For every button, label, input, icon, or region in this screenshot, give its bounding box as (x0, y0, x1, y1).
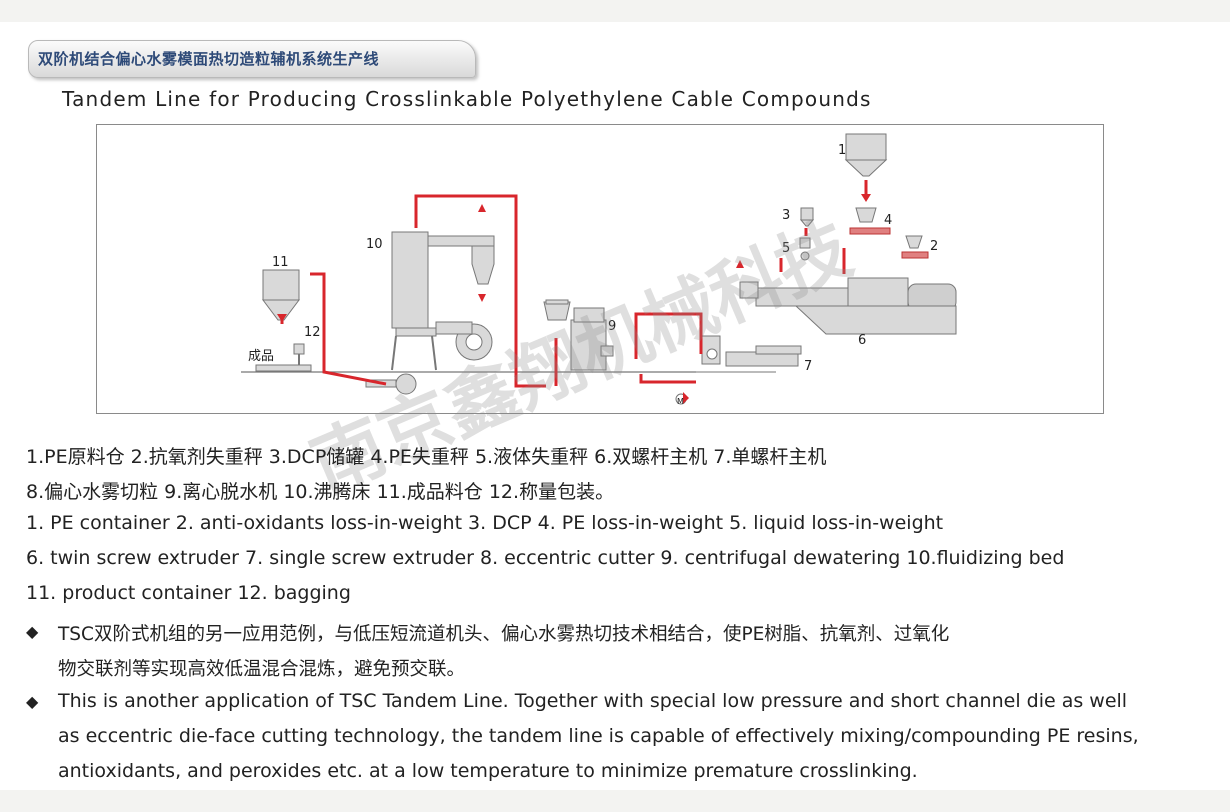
arrow-down-10 (478, 294, 486, 302)
arrow-up-10 (478, 204, 486, 212)
arrow-motor (683, 392, 689, 404)
title-tab (28, 40, 476, 78)
label-5: 5 (782, 241, 790, 256)
description-en-line2: as eccentric die-face cutting technology… (58, 725, 1139, 747)
flow-arrows (277, 194, 871, 404)
label-4: 4 (884, 213, 892, 228)
label-11: 11 (272, 255, 289, 270)
legend-en-line3: 11. product container 12. bagging (26, 582, 351, 604)
antioxidant-weigher-2 (901, 235, 929, 259)
page-title: 双阶机结合偏心水雾模面热切造粒辅机系统生产线 (38, 50, 380, 68)
twin-screw-extruder-6 (739, 277, 957, 335)
description-cn-line2: 物交联剂等实现高效低温混合混炼，避免预交联。 (58, 659, 466, 680)
label-product: 成品 (248, 349, 274, 364)
description-en-line3: antioxidants, and peroxides etc. at a lo… (58, 760, 918, 782)
bullet-diamond-en: ◆ (26, 692, 39, 711)
fluidizing-bed-10 (391, 231, 495, 371)
diagram-labels: 1 2 3 4 5 6 7 9 10 11 12 成品 M (248, 143, 938, 406)
flow-to-bagging (310, 272, 387, 386)
dcp-tank-3 (799, 207, 815, 227)
flow-water (639, 374, 696, 384)
legend-cn-line2: 8.偏心水雾切粒 9.离心脱水机 10.沸腾床 11.成品料仓 12.称量包装。 (26, 481, 615, 503)
bottom-band (0, 790, 1230, 812)
legend-cn-line1: 1.PE原料仓 2.抗氧剂失重秤 3.DCP储罐 4.PE失重秤 5.液体失重秤… (26, 446, 827, 468)
page-subtitle: Tandem Line for Producing Crosslinkable … (62, 87, 872, 111)
description-en-line1: This is another application of TSC Tande… (58, 690, 1128, 712)
legend-en-line1: 1. PE container 2. anti-oxidants loss-in… (26, 512, 944, 534)
flow-bed-loop (414, 194, 546, 388)
bagging-scale-12 (255, 343, 312, 372)
label-1: 1 (838, 143, 846, 158)
label-2: 2 (930, 239, 938, 254)
label-12: 12 (304, 325, 321, 340)
liquid-weigher-5 (799, 237, 811, 261)
label-10: 10 (366, 237, 383, 252)
legend-en-line2: 6. twin screw extruder 7. single screw e… (26, 547, 1065, 569)
label-6: 6 (858, 333, 866, 348)
single-screw-extruder-7 (701, 335, 802, 367)
pe-container-1 (844, 133, 888, 177)
label-7: 7 (804, 359, 812, 374)
label-9: 9 (608, 319, 616, 334)
arrow-down-1 (861, 194, 871, 202)
description-cn-line1: TSC双阶式机组的另一应用范例，与低压短流道机头、偏心水雾热切技术相结合，使PE… (58, 624, 950, 645)
top-band (0, 0, 1230, 22)
label-motor: M (677, 397, 684, 406)
flow-dewater-loop (634, 312, 703, 359)
bullet-diamond-cn: ◆ (26, 622, 39, 641)
centrifugal-dewatering-9 (543, 299, 614, 371)
arrow-up-6 (736, 260, 744, 268)
arrow-down-11 (277, 314, 287, 322)
product-container-11 (262, 269, 300, 321)
flow-lines (280, 180, 868, 388)
label-3: 3 (782, 208, 790, 223)
process-diagram: 1 2 3 4 5 6 7 9 10 11 12 成品 M (96, 124, 1104, 414)
pe-weigher-4 (849, 207, 891, 235)
